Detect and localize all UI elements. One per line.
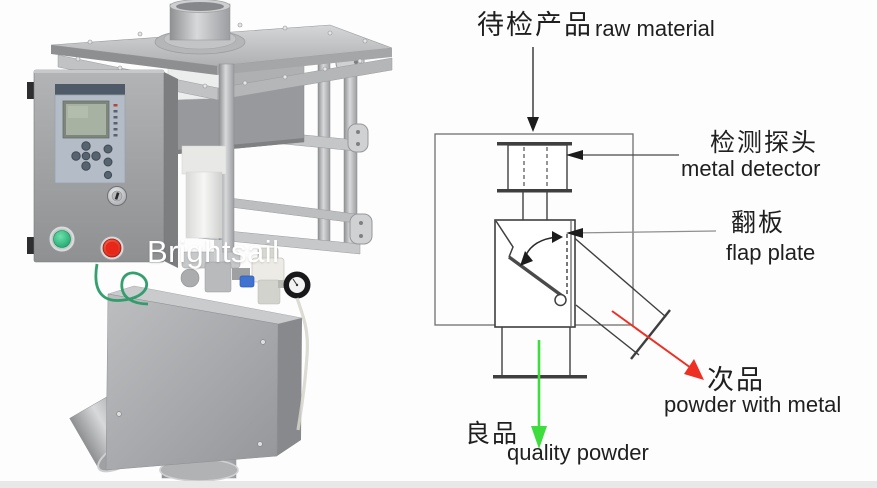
label-raw-material-en: raw material (595, 16, 715, 41)
brightsail-watermark: Brightsail (147, 234, 280, 269)
pneumatic-fittings (180, 240, 250, 293)
reject-chute-outline (570, 234, 671, 360)
reject-box (105, 285, 303, 471)
label-metal-detector-zh: 检测探头 (710, 128, 819, 157)
label-good-product-zh: 良品 (465, 419, 520, 448)
feed-arrow (527, 47, 539, 132)
status-leds (113, 104, 118, 137)
screws (116, 339, 266, 447)
flap-pivot (554, 293, 567, 307)
machine-photo (27, 0, 393, 482)
frame-gusset-plate (347, 123, 369, 153)
label-raw-material-zh: 待检产品 (477, 10, 593, 41)
flap-plate-line (507, 255, 567, 300)
label-reject-zh: 次品 (707, 365, 765, 396)
label-good-product-en: quality powder (507, 440, 649, 465)
start-button[interactable] (48, 225, 76, 253)
probe-tube (181, 145, 227, 239)
air-regulator (239, 247, 311, 305)
reject-arrow (611, 310, 704, 380)
inlet-pipe (154, 0, 246, 55)
floor-strip (0, 481, 877, 488)
label-reject-en: powder with metal (664, 392, 842, 417)
detector-symbol (497, 142, 572, 220)
pressure-gauge (283, 271, 311, 299)
label-flap-plate-en: flap plate (726, 240, 816, 265)
keypad[interactable] (71, 141, 113, 180)
flap-valve-box (494, 219, 576, 328)
detector-leader (566, 150, 679, 160)
blue-air-fitting (239, 275, 255, 288)
flap-swing-arc (520, 231, 563, 266)
good-arrow (531, 340, 547, 449)
air-tube (295, 297, 310, 431)
flap-leader (566, 228, 717, 238)
label-metal-detector-en: metal detector (681, 156, 821, 181)
key-lock[interactable] (107, 186, 127, 206)
hinge (27, 82, 35, 99)
label-flap-plate-zh: 翻板 (731, 208, 786, 237)
hinge (27, 237, 35, 254)
stop-button[interactable] (99, 235, 125, 261)
control-box (27, 69, 178, 268)
lcd-display (62, 100, 110, 139)
ground-wire (94, 263, 149, 306)
frame-gusset-plate (349, 213, 373, 245)
control-panel (54, 84, 126, 184)
